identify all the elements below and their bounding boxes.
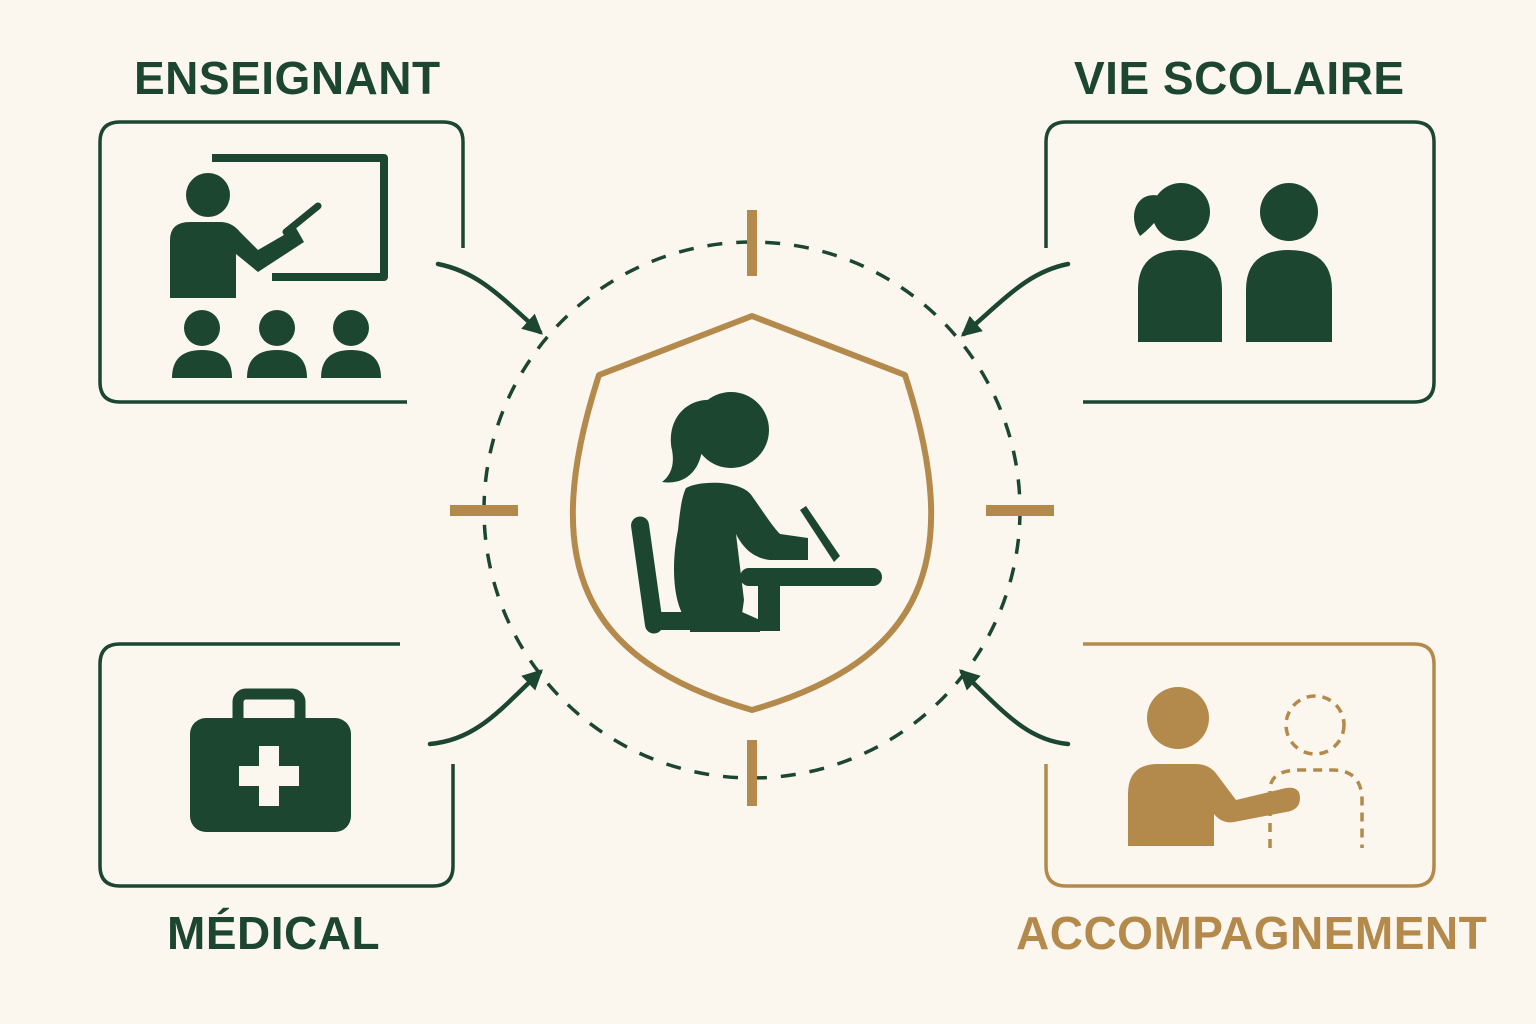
dashed-person-body xyxy=(1268,768,1364,848)
label-accompagnement: ACCOMPAGNEMENT xyxy=(1016,907,1488,959)
tick-top xyxy=(747,210,757,276)
support-person-icon xyxy=(1128,687,1364,848)
ring-tick-marks xyxy=(450,210,1054,806)
enseignant-box xyxy=(98,120,465,404)
arrow-vie-scolaire xyxy=(960,261,1071,337)
dashed-person-head xyxy=(1284,694,1346,756)
arrow-accompagnement xyxy=(959,669,1071,747)
arrow-enseignant xyxy=(435,261,544,335)
student-at-desk-icon xyxy=(631,392,882,634)
tick-left xyxy=(450,505,518,516)
accompagnement-box xyxy=(1044,642,1436,888)
vie-scolaire-box xyxy=(1044,120,1436,404)
medical-kit-icon xyxy=(190,688,351,832)
label-medical: MÉDICAL xyxy=(167,907,381,959)
label-vie-scolaire: VIE SCOLAIRE xyxy=(1074,52,1405,104)
teacher-classroom-icon xyxy=(170,154,388,378)
arrow-medical xyxy=(427,669,543,747)
tick-right xyxy=(986,505,1054,516)
medical-box xyxy=(98,642,455,888)
two-people-icon xyxy=(1133,183,1332,342)
arrows xyxy=(427,261,1071,747)
label-enseignant: ENSEIGNANT xyxy=(134,52,441,104)
tick-bottom xyxy=(747,740,757,806)
